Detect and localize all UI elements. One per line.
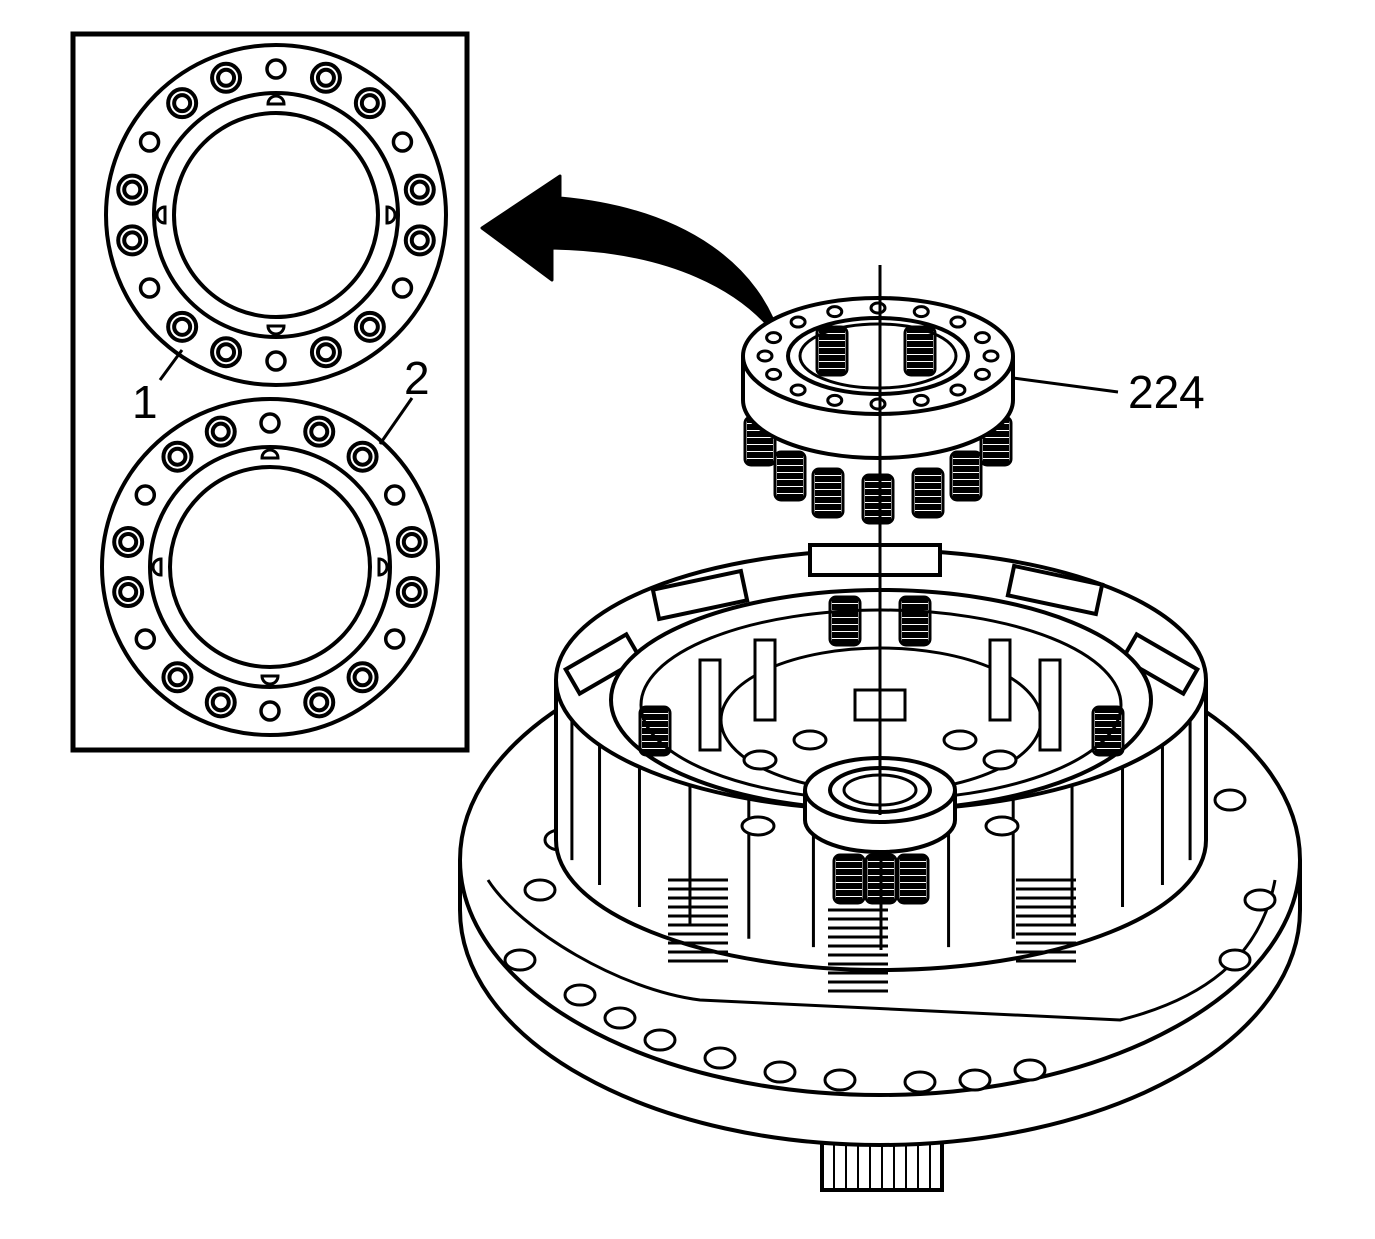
retainer-hole (756, 349, 774, 363)
spring-retainer-view-1 (104, 43, 448, 387)
retainer-hole (912, 305, 930, 319)
ring-2-hole (112, 576, 145, 609)
ring-2-hole (204, 415, 237, 448)
inset-panel: 1 2 (70, 31, 470, 753)
ring-2-hole (383, 484, 406, 506)
retainer-hole (826, 305, 844, 319)
callout-2: 2 (378, 352, 430, 445)
retainer-hole (765, 331, 783, 345)
flange-hole (563, 983, 597, 1007)
retainer-hole (826, 393, 844, 407)
flange-holes (503, 788, 1277, 1094)
retainer-hole (912, 393, 930, 407)
ring-1-locator-tabs (155, 94, 397, 336)
callout-1-label: 1 (132, 376, 158, 428)
ring-1-hole (403, 173, 436, 206)
retainer-spring (813, 469, 843, 517)
ring-2-hole (346, 440, 379, 473)
retainer-spring (913, 469, 943, 517)
ring-2-hole (112, 525, 145, 558)
ring-2-hole (346, 661, 379, 694)
ring-2-hole (134, 484, 157, 506)
ring-2-hole (161, 661, 194, 694)
ring-2-locator-tabs (151, 448, 389, 686)
callout-224-label: 224 (1128, 366, 1205, 418)
retainer-hole (789, 315, 807, 329)
ring-1-hole (166, 87, 199, 120)
callout-1: 1 (132, 349, 184, 428)
flange-hole (703, 1046, 737, 1070)
ring-1-hole (391, 131, 414, 153)
retainer-hole (765, 367, 783, 381)
ring-1-hole (138, 131, 161, 153)
ring-2-hole (134, 628, 157, 650)
ring-1-hole (265, 350, 287, 372)
ring-2-hole (395, 525, 428, 558)
ring-1-hole (309, 336, 342, 369)
curved-arrow-icon (480, 174, 782, 342)
retainer-hole (949, 383, 967, 397)
ring-1-hole (138, 277, 161, 299)
ring-2-hole (303, 415, 336, 448)
retainer-hole (789, 383, 807, 397)
flange-hole (1218, 948, 1252, 972)
callout-2-label: 2 (404, 352, 430, 404)
ring-2-hole (259, 700, 281, 722)
flange-hole (643, 1028, 677, 1052)
ring-1-hole (116, 224, 149, 257)
ring-1-hole (353, 87, 386, 120)
ring-1-hole (391, 277, 414, 299)
ring-2-hole (395, 576, 428, 609)
flange-hole (503, 948, 537, 972)
ring-2-hole (204, 686, 237, 719)
flange-hole (763, 1060, 797, 1084)
spring-retainer-assembly (741, 296, 1015, 523)
flange-hole (958, 1068, 992, 1092)
retainer-hole (982, 349, 1000, 363)
ring-1-hole (166, 310, 199, 343)
callout-224: 224 (1012, 366, 1205, 418)
retainer-spring (775, 452, 805, 500)
ring-2-hole (161, 440, 194, 473)
flange-hole (1213, 788, 1247, 812)
flange-hole (1013, 1058, 1047, 1082)
ring-1-hole (210, 336, 243, 369)
ring-1-hole (210, 61, 243, 94)
ring-1-hole (353, 310, 386, 343)
ring-1-hole (403, 224, 436, 257)
retainer-hole (973, 331, 991, 345)
ring-1-hole (116, 173, 149, 206)
ring-1-hole (309, 61, 342, 94)
retainer-hole (973, 367, 991, 381)
ring-2-hole (259, 412, 281, 434)
retainer-hole (949, 315, 967, 329)
flange-hole (523, 878, 557, 902)
retainer-hole (869, 397, 887, 411)
ring-2-hole (383, 628, 406, 650)
spring-retainer-view-2 (100, 397, 440, 737)
retainer-hole (869, 301, 887, 315)
flange-hole (823, 1068, 857, 1092)
ring-1-hole (265, 58, 287, 80)
retainer-spring (863, 475, 893, 523)
flange-hole (903, 1070, 937, 1094)
flange-hole (603, 1006, 637, 1030)
drum-lugs (562, 543, 1201, 697)
ring-2-hole (303, 686, 336, 719)
retainer-spring (951, 452, 981, 500)
flange-hole (1243, 888, 1277, 912)
